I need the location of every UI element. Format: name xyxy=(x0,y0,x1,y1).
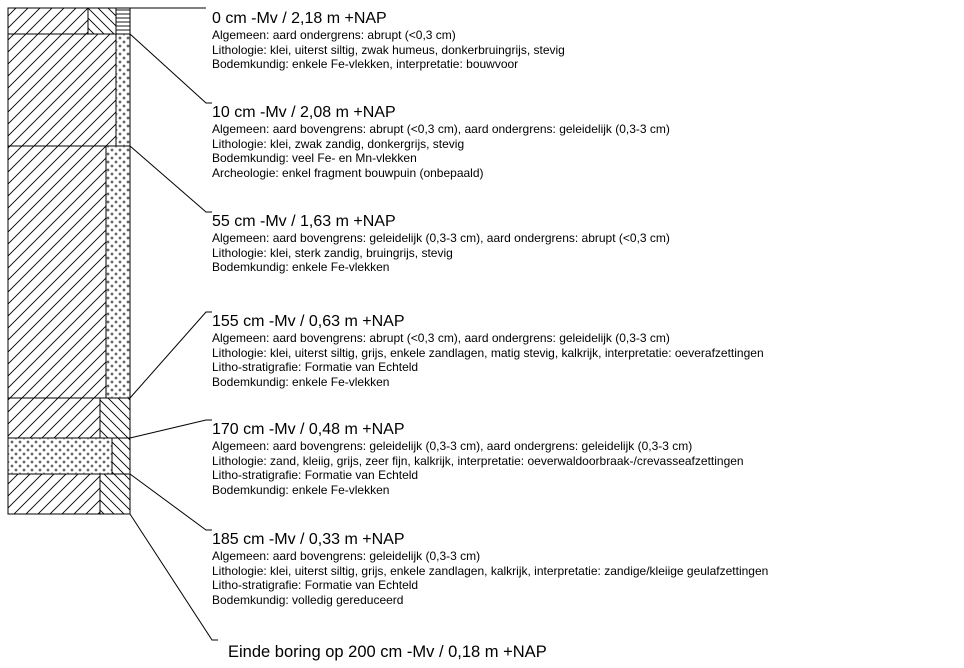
description-line: Algemeen: aard bovengrens: geleidelijk (… xyxy=(212,439,693,453)
leader-line-185cm xyxy=(129,473,212,531)
description-line: Algemeen: aard bovengrens: geleidelijk (… xyxy=(212,549,481,563)
layer-label-155cm: 155 cm -Mv / 0,63 m +NAP Algemeen: aard … xyxy=(212,312,962,389)
description-line: Litho-stratigrafie: Formatie van Echteld xyxy=(212,360,419,374)
description-line: Lithologie: klei, uiterst siltig, grijs,… xyxy=(212,563,769,578)
description-line: Bodemkundig: enkele Fe-vlekken xyxy=(212,482,390,497)
end-of-boring-label: Einde boring op 200 cm -Mv / 0,18 m +NAP xyxy=(228,643,547,661)
depth-heading: 10 cm -Mv / 2,08 m +NAP xyxy=(212,104,396,121)
layer-3-sand-dots xyxy=(105,145,131,399)
layer-label-185cm: 185 cm -Mv / 0,33 m +NAP Algemeen: aard … xyxy=(212,530,962,607)
layer-label-0cm: 0 cm -Mv / 2,18 m +NAP Algemeen: aard on… xyxy=(212,9,962,72)
description-line: Lithologie: klei, uiterst siltig, zwak h… xyxy=(212,42,565,57)
description-line: Bodemkundig: enkele Fe-vlekken xyxy=(212,374,390,389)
layer-6-silt-hatch xyxy=(99,473,131,515)
layer-5-sand-dots xyxy=(7,437,113,475)
leader-line-55cm xyxy=(129,145,212,213)
depth-heading: 185 cm -Mv / 0,33 m +NAP xyxy=(212,531,405,548)
layer-label-170cm: 170 cm -Mv / 0,48 m +NAP Algemeen: aard … xyxy=(212,420,962,497)
layer-3-clay-hatch xyxy=(7,145,107,399)
description-line: Litho-stratigrafie: Formatie van Echteld xyxy=(212,468,419,482)
depth-heading: 55 cm -Mv / 1,63 m +NAP xyxy=(212,213,396,230)
description-line: Lithologie: klei, sterk zandig, bruingri… xyxy=(212,245,453,260)
description-line: Bodemkundig: enkele Fe-vlekken, interpre… xyxy=(212,57,519,71)
layer-4-silt-hatch xyxy=(99,397,131,439)
leader-line-170cm xyxy=(129,419,212,439)
depth-heading: 170 cm -Mv / 0,48 m +NAP xyxy=(212,421,405,438)
layer-1-clay-hatch xyxy=(7,7,89,35)
layer-1-humus-hatch xyxy=(87,7,117,35)
depth-heading: 0 cm -Mv / 2,18 m +NAP xyxy=(212,10,387,27)
description-line: Algemeen: aard bovengrens: abrupt (<0,3 … xyxy=(212,122,670,136)
description-line: Litho-stratigrafie: Formatie van Echteld xyxy=(212,578,419,592)
description-line: Archeologie: enkel fragment bouwpuin (on… xyxy=(212,165,484,180)
description-line: Bodemkundig: veel Fe- en Mn-vlekken xyxy=(212,151,417,165)
layer-6-clay-hatch xyxy=(7,473,101,515)
description-line: Algemeen: aard ondergrens: abrupt (<0,3 … xyxy=(212,28,456,42)
layer-5-clay-hatch xyxy=(111,437,131,475)
description-line: Lithologie: klei, uiterst siltig, grijs,… xyxy=(212,345,764,360)
layer-2-sand-dots xyxy=(115,33,131,147)
description-line: Bodemkundig: enkele Fe-vlekken xyxy=(212,260,390,274)
depth-heading: 155 cm -Mv / 0,63 m +NAP xyxy=(212,313,405,330)
description-line: Lithologie: zand, kleiig, grijs, zeer fi… xyxy=(212,453,744,468)
layer-1-silt-bar xyxy=(115,7,131,35)
layer-label-55cm: 55 cm -Mv / 1,63 m +NAP Algemeen: aard b… xyxy=(212,212,962,275)
leader-line-end xyxy=(129,513,218,641)
description-line: Algemeen: aard bovengrens: abrupt (<0,3 … xyxy=(212,331,670,345)
layer-4-clay-hatch xyxy=(7,397,101,439)
layer-2-clay-hatch xyxy=(7,33,117,147)
layer-label-10cm: 10 cm -Mv / 2,08 m +NAP Algemeen: aard b… xyxy=(212,103,962,180)
description-line: Lithologie: klei, zwak zandig, donkergri… xyxy=(212,136,465,151)
leader-line-155cm xyxy=(129,311,212,399)
description-line: Bodemkundig: volledig gereduceerd xyxy=(212,592,404,607)
leader-line-10cm xyxy=(129,33,212,104)
description-line: Algemeen: aard bovengrens: geleidelijk (… xyxy=(212,231,670,245)
